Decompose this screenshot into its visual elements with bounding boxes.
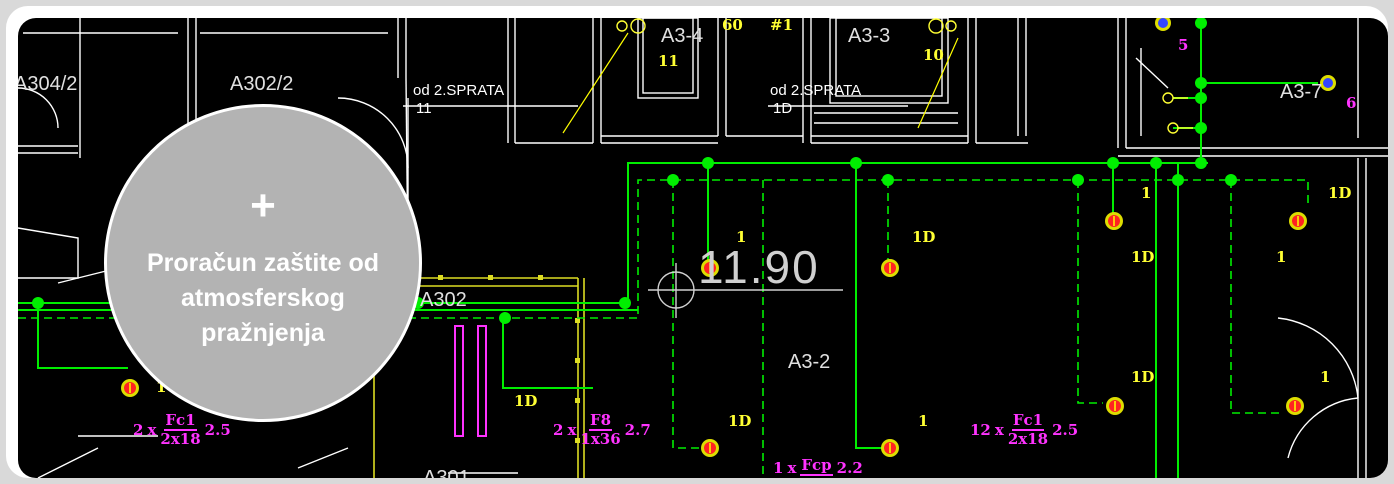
- fixture-height: 2.7: [624, 421, 651, 439]
- circuit-label: 1: [918, 412, 929, 430]
- fixture-height: 2.2: [836, 458, 863, 477]
- circuit-label: 1: [1320, 368, 1331, 386]
- circuit-label: 1D: [514, 392, 538, 410]
- leader-lines: [562, 32, 959, 134]
- plus-icon: +: [250, 180, 276, 230]
- room-label-a301: A301: [423, 467, 470, 478]
- circuit-label: 1D: [912, 228, 936, 246]
- circuit-label: 1D: [728, 412, 752, 430]
- fixture-type: Fc1: [164, 411, 197, 431]
- times-sign: x: [147, 421, 157, 439]
- room-label-a3-3: A3-3: [848, 25, 891, 47]
- circuit-label: 60: [722, 18, 743, 34]
- fixture-count: 1: [773, 458, 784, 477]
- circuit-label: 1: [736, 228, 747, 246]
- fixture-type: Fcp: [800, 456, 833, 476]
- times-sign: x: [567, 421, 577, 439]
- walls: [18, 18, 1388, 478]
- fixture-count: 2: [553, 421, 564, 439]
- sprat-number-left: 11: [416, 100, 432, 117]
- fixture-type: F8: [588, 411, 613, 431]
- fixture-height: 2.5: [204, 421, 231, 439]
- elevation-label: 11.90: [698, 241, 820, 293]
- circuit-label: 1: [1276, 248, 1287, 266]
- sprat-label-left: od 2.SPRATA: [413, 82, 505, 99]
- fixture-spec: 2x18: [1007, 430, 1049, 448]
- fixture-height: 2.5: [1052, 421, 1079, 439]
- circuit-label: 10: [923, 46, 944, 64]
- fixture-spec: 2x18: [160, 430, 201, 448]
- yellow-junctions: [438, 275, 580, 443]
- switch-symbols: [616, 18, 1193, 134]
- room-label-a3-2: A3-2: [788, 351, 831, 373]
- circuit-label: 1D: [1131, 248, 1155, 266]
- room-label-a304-2: A304/2: [18, 73, 78, 95]
- elevation-marker: [648, 263, 843, 318]
- times-sign: x: [994, 421, 1004, 439]
- circuit-label: 1D: [1131, 368, 1155, 386]
- circuit-label: 1: [1141, 184, 1152, 202]
- fixture-type: Fc1: [1011, 411, 1045, 431]
- fluorescent-fixtures: [454, 325, 487, 437]
- card-title: Proračun zaštite od atmosferskog pražnje…: [147, 248, 379, 347]
- circuit-label: 6: [1346, 94, 1357, 112]
- circuit-label: 1: [156, 378, 167, 396]
- circuit-label: 11: [658, 52, 679, 70]
- fixture-count: 12: [970, 421, 991, 439]
- circuit-label: 1D: [1328, 184, 1352, 202]
- room-label-a3-7: A3-7: [1280, 81, 1323, 103]
- sprat-label-right: od 2.SPRATA: [770, 82, 862, 99]
- cad-drawing: A304/2 A302/2 A3-4 A3-3 A3-7 A302 A3-2 A…: [18, 18, 1388, 478]
- lightning-protection-calculation-button[interactable]: + Proračun zaštite od atmosferskog pražn…: [104, 104, 422, 422]
- room-label-a302: A302: [420, 289, 467, 311]
- times-sign: x: [787, 458, 797, 477]
- room-label-a3-4: A3-4: [661, 25, 704, 47]
- fixture-count: 2: [133, 421, 144, 439]
- room-label-a302-2: A302/2: [230, 73, 294, 95]
- green-dashed-circuits: [18, 179, 1309, 478]
- image-frame: A304/2 A302/2 A3-4 A3-3 A3-7 A302 A3-2 A…: [6, 6, 1388, 478]
- circuit-label: 5: [1178, 36, 1189, 54]
- fixture-spec: 1x36: [580, 430, 621, 448]
- sprat-number-right: 1D: [773, 100, 793, 117]
- lamp-symbols: [121, 18, 1336, 457]
- circuit-nodes: [32, 18, 1237, 324]
- circuit-label: #1: [770, 18, 794, 34]
